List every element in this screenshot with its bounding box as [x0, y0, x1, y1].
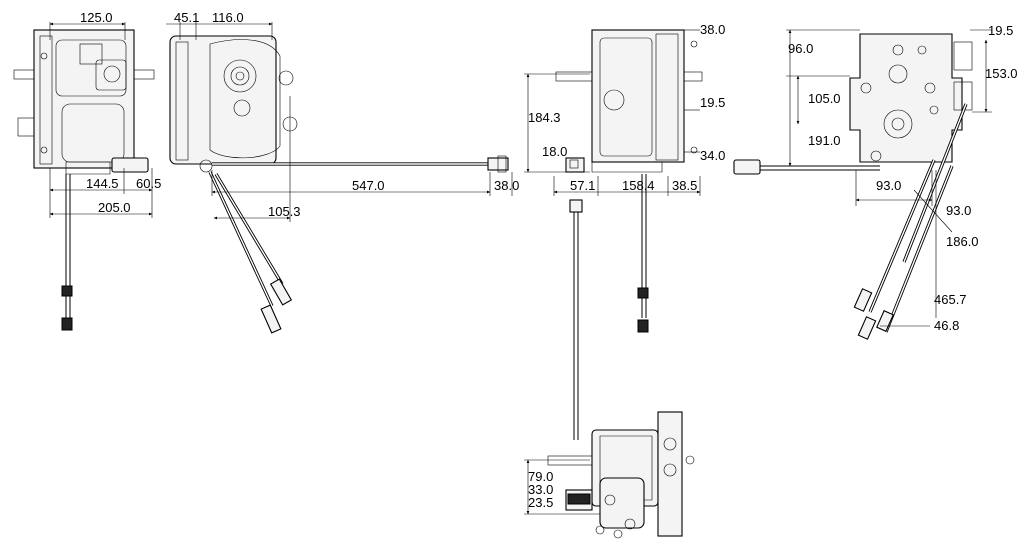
dim-93-b: 93.0: [946, 203, 971, 218]
dim-19-5: 19.5: [700, 95, 725, 110]
dim-23-5: 23.5: [528, 495, 553, 510]
dim-57-1: 57.1: [570, 178, 595, 193]
dim-144-5: 144.5: [86, 176, 119, 191]
dim-18: 18.0: [542, 144, 567, 159]
view-left-elevation: 125.0 144.5 60.5 205.0: [13, 10, 161, 331]
dim-33: 33.0: [528, 482, 553, 497]
dim-191: 191.0: [808, 133, 841, 148]
dim-184-3: 184.3: [528, 110, 561, 125]
dim-158-4: 158.4: [622, 178, 655, 193]
view-side-cable: 45.1 116.0 547.0 38.0 105.3: [166, 10, 519, 334]
dim-205: 205.0: [98, 200, 131, 215]
dim-116: 116.0: [212, 10, 244, 25]
dim-465-7: 465.7: [934, 292, 967, 307]
dim-38-top: 38.0: [700, 22, 725, 37]
dim-547: 547.0: [352, 178, 385, 193]
dim-125: 125.0: [80, 10, 113, 25]
dim-38: 38.0: [494, 178, 519, 193]
dim-153: 153.0: [985, 66, 1018, 81]
dim-105: 105.0: [808, 91, 841, 106]
dim-46-8: 46.8: [934, 318, 959, 333]
view-right-face: 96.0 105.0 191.0 19.5 153.0 93.0 93.0 18…: [733, 23, 1018, 340]
dim-93-a: 93.0: [876, 178, 901, 193]
dim-105-3: 105.3: [268, 204, 301, 219]
dim-96: 96.0: [788, 41, 813, 56]
dim-79: 79.0: [528, 469, 553, 484]
dim-186: 186.0: [946, 234, 979, 249]
view-bottom: 79.0 33.0 23.5: [524, 411, 695, 539]
dim-19-5-right: 19.5: [988, 23, 1013, 38]
dim-34: 34.0: [700, 148, 725, 163]
dim-60-5: 60.5: [136, 176, 161, 191]
dim-38-5: 38.5: [672, 178, 697, 193]
view-middle-elevation: 184.3 18.0 38.0 19.5 34.0 57.1 158.4 38.…: [524, 22, 725, 440]
dim-45-1: 45.1: [174, 10, 199, 25]
